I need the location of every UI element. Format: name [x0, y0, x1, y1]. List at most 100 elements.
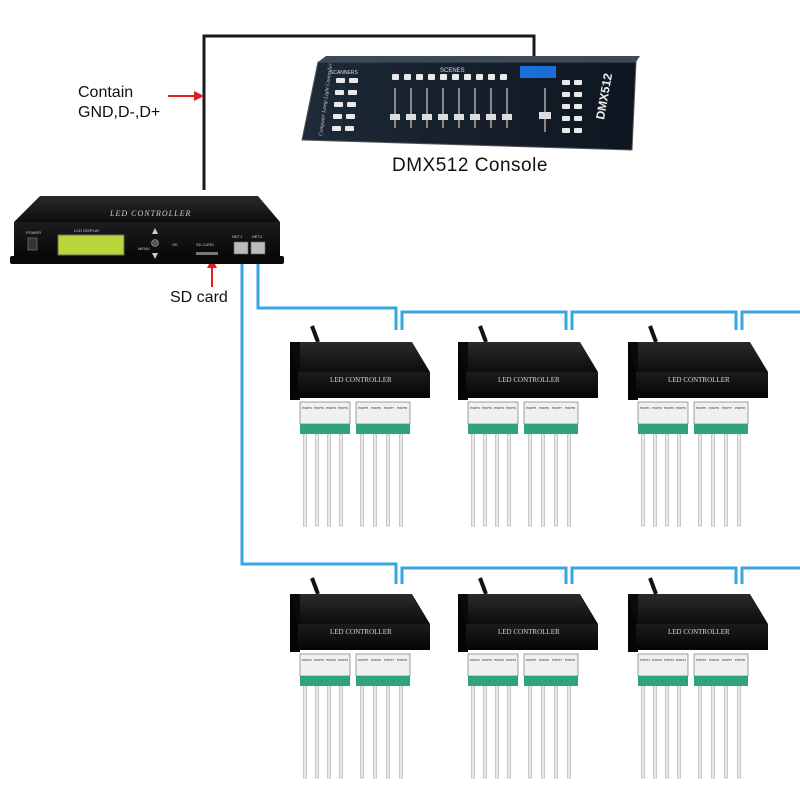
port-label: PORT5 — [526, 406, 536, 410]
port-label: PORT7 — [384, 658, 394, 662]
output-wire — [339, 433, 343, 527]
port-label: PORT1 — [302, 658, 312, 662]
output-wire — [641, 433, 645, 527]
network-cables — [240, 252, 800, 584]
cable-note-line1: Contain — [78, 84, 134, 101]
master-net2-label: NET2 — [252, 234, 263, 239]
port-label: PORT3 — [664, 658, 674, 662]
slave-title: LED CONTROLLER — [498, 376, 560, 384]
master-title: LED CONTROLLER — [109, 209, 191, 218]
console-scanners-label: SCANNERS — [330, 70, 358, 76]
output-wire — [303, 433, 307, 527]
port-label: PORT3 — [494, 658, 504, 662]
port-label: PORT5 — [526, 658, 536, 662]
menu-knob — [151, 239, 159, 247]
output-wire — [327, 685, 331, 779]
output-wire — [471, 685, 475, 779]
port-label: PORT4 — [338, 406, 348, 410]
console-left-buttons — [332, 78, 358, 131]
output-wire — [698, 685, 702, 779]
port-label: PORT7 — [384, 406, 394, 410]
net2-port — [250, 241, 266, 255]
port-label: PORT2 — [652, 406, 662, 410]
output-wire — [339, 685, 343, 779]
port-label: PORT2 — [314, 406, 324, 410]
slave-title: LED CONTROLLER — [668, 628, 730, 636]
port-label: PORT7 — [552, 406, 562, 410]
dmx-cable — [202, 34, 536, 190]
output-wire — [541, 433, 545, 527]
port-label: PORT2 — [482, 406, 492, 410]
port-label: PORT4 — [676, 406, 686, 410]
output-wire — [528, 685, 532, 779]
slave-title: LED CONTROLLER — [330, 376, 392, 384]
output-wire — [653, 433, 657, 527]
output-wire — [315, 433, 319, 527]
port-label: PORT4 — [506, 658, 516, 662]
port-label: PORT4 — [676, 658, 686, 662]
output-wire — [653, 685, 657, 779]
port-label: PORT6 — [371, 406, 381, 410]
output-wire — [567, 433, 571, 527]
output-wire — [711, 685, 715, 779]
output-wire — [495, 433, 499, 527]
port-label: PORT6 — [709, 658, 719, 662]
console-caption: DMX512 Console — [392, 155, 548, 176]
output-wire — [677, 433, 681, 527]
cable-note-line2: GND,D-,D+ — [78, 104, 161, 121]
port-label: PORT4 — [506, 406, 516, 410]
master-display-label: LCD DISPLAY — [74, 228, 100, 233]
port-label: PORT1 — [640, 658, 650, 662]
master-net1-label: NET1 — [232, 234, 243, 239]
output-wire — [386, 685, 390, 779]
up-arrow-icon — [152, 228, 158, 234]
port-label: PORT8 — [735, 658, 745, 662]
console-right-buttons — [562, 80, 582, 133]
port-label: PORT6 — [709, 406, 719, 410]
port-label: PORT8 — [397, 658, 407, 662]
port-label: PORT8 — [397, 406, 407, 410]
output-wire — [360, 685, 364, 779]
output-wire — [737, 685, 741, 779]
output-wire — [507, 433, 511, 527]
master-led-controller: LED CONTROLLER POWER LCD DISPLAY MENU OK… — [10, 196, 284, 264]
output-wire — [665, 433, 669, 527]
port-label: PORT3 — [494, 406, 504, 410]
port-label: PORT1 — [470, 658, 480, 662]
port-label: PORT5 — [696, 406, 706, 410]
output-wire — [386, 433, 390, 527]
output-wire — [528, 433, 532, 527]
port-label: PORT5 — [358, 406, 368, 410]
master-menu-label: MENU — [138, 246, 150, 251]
output-wire — [399, 433, 403, 527]
output-wire — [554, 433, 558, 527]
port-label: PORT8 — [735, 406, 745, 410]
slave-title: LED CONTROLLER — [330, 628, 392, 636]
port-label: PORT6 — [371, 658, 381, 662]
port-label: PORT3 — [326, 658, 336, 662]
output-wire — [567, 685, 571, 779]
output-wire — [724, 433, 728, 527]
port-label: PORT8 — [565, 406, 575, 410]
output-wire — [698, 433, 702, 527]
output-wire — [665, 685, 669, 779]
console-display — [520, 66, 556, 78]
output-wire — [495, 685, 499, 779]
output-wire — [541, 685, 545, 779]
output-wire — [483, 433, 487, 527]
output-wire — [373, 433, 377, 527]
slave-title: LED CONTROLLER — [668, 376, 730, 384]
output-wire — [724, 685, 728, 779]
console-scene-buttons — [392, 74, 507, 80]
power-switch — [27, 237, 38, 251]
port-label: PORT6 — [539, 658, 549, 662]
port-label: PORT7 — [722, 406, 732, 410]
port-label: PORT1 — [302, 406, 312, 410]
port-label: PORT2 — [314, 658, 324, 662]
output-wire — [554, 685, 558, 779]
